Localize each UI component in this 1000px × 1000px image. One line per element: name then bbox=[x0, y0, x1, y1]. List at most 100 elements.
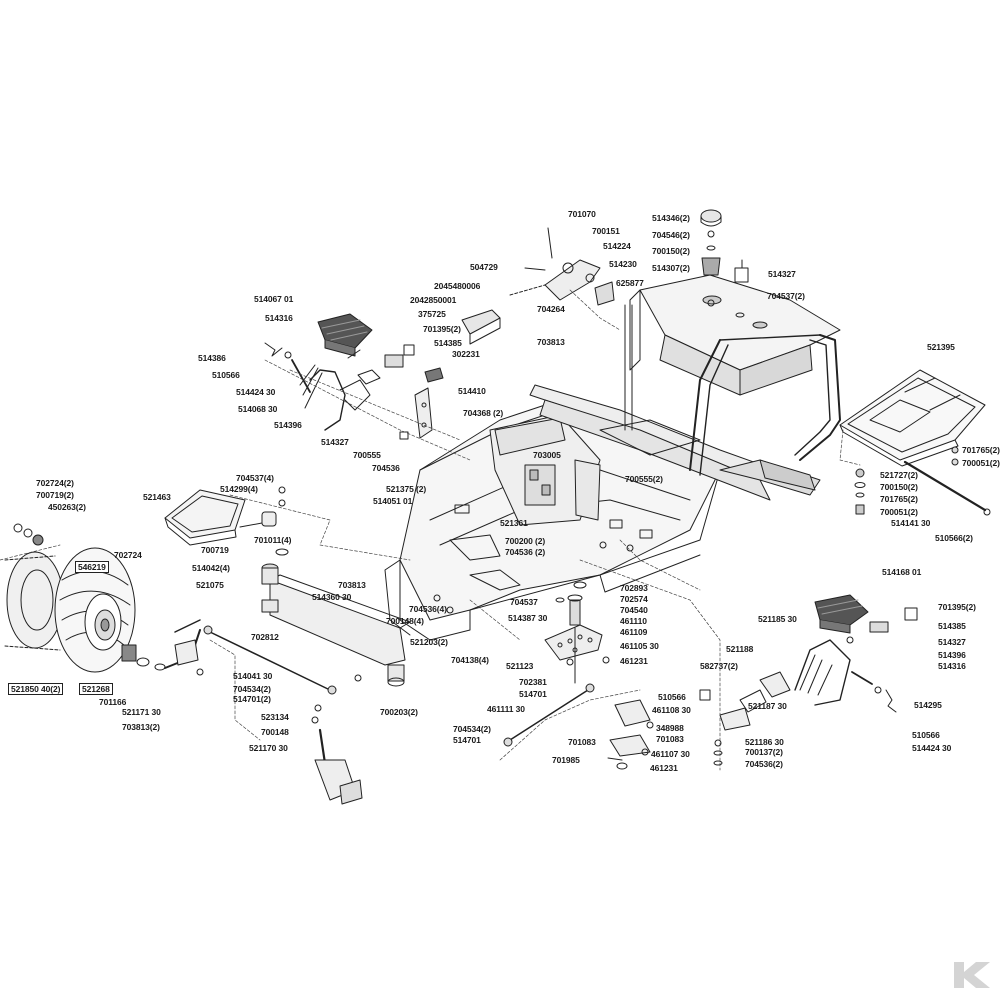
label-704536-2b: 704536(2) bbox=[745, 759, 783, 769]
roll-bar bbox=[689, 334, 841, 491]
label-514385-right: 514385 bbox=[938, 621, 966, 631]
label-700148: 700148 bbox=[261, 727, 289, 737]
drag-link bbox=[503, 683, 595, 747]
leader-lines bbox=[0, 289, 861, 771]
rear-rod bbox=[903, 460, 991, 516]
label-2042850001: 2042850001 bbox=[410, 295, 457, 305]
label-700555: 700555 bbox=[353, 450, 381, 460]
right-pedal bbox=[713, 594, 918, 766]
label-461231-low: 461231 bbox=[650, 763, 678, 773]
label-700555-2: 700555(2) bbox=[625, 474, 663, 484]
front-axle bbox=[261, 563, 411, 687]
label-704546: 704546(2) bbox=[652, 230, 690, 240]
pad-375725 bbox=[461, 309, 501, 345]
label-521727: 521727(2) bbox=[880, 470, 918, 480]
label-521188: 521188 bbox=[726, 644, 754, 654]
label-514387-30: 514387 30 bbox=[508, 613, 548, 623]
front-wheel bbox=[4, 523, 166, 673]
label-510566-right: 510566(2) bbox=[935, 533, 973, 543]
label-702893: 702893 bbox=[620, 583, 648, 593]
label-704536-2a: 704536 (2) bbox=[505, 547, 546, 557]
label-461105-30: 461105 30 bbox=[620, 641, 659, 651]
label-514701-2: 514701(2) bbox=[233, 694, 271, 704]
label-521850-40: 521850 40(2) bbox=[8, 683, 64, 695]
label-461107-30: 461107 30 bbox=[651, 749, 690, 759]
lower-brackets bbox=[607, 689, 711, 770]
label-510566-br: 510566 bbox=[912, 730, 940, 740]
label-461110: 461110 bbox=[620, 616, 647, 626]
label-514386: 514386 bbox=[198, 353, 226, 363]
label-514327-top: 514327 bbox=[768, 269, 796, 279]
label-704138: 704138(4) bbox=[451, 655, 489, 665]
label-546219: 546219 bbox=[75, 561, 109, 573]
label-2045480006: 2045480006 bbox=[434, 281, 481, 291]
label-701011: 701011(4) bbox=[254, 535, 292, 545]
label-510566-left: 510566 bbox=[212, 370, 240, 380]
label-701083-a: 701083 bbox=[656, 734, 684, 744]
label-700719: 700719 bbox=[201, 545, 229, 555]
label-521361: 521361 bbox=[500, 518, 528, 528]
label-703005: 703005 bbox=[533, 450, 561, 460]
spindle-right bbox=[311, 704, 363, 805]
label-521375: 521375 (2) bbox=[386, 484, 427, 494]
label-582737: 582737(2) bbox=[700, 661, 738, 671]
label-521186-30: 521186 30 bbox=[745, 737, 784, 747]
label-703813-mid: 703813 bbox=[338, 580, 366, 590]
label-514396-right: 514396 bbox=[938, 650, 966, 660]
label-704540: 704540 bbox=[620, 605, 648, 615]
label-521123: 521123 bbox=[506, 661, 534, 671]
label-514316-left: 514316 bbox=[265, 313, 293, 323]
label-700719-2: 700719(2) bbox=[36, 490, 74, 500]
label-514346: 514346(2) bbox=[652, 213, 690, 223]
label-701166: 701166 bbox=[99, 697, 127, 707]
spacer-hardware bbox=[239, 486, 289, 556]
label-514316-right: 514316 bbox=[938, 661, 966, 671]
label-704536-4: 704536(4) bbox=[409, 604, 447, 614]
label-504729: 504729 bbox=[470, 262, 498, 272]
steering-sector bbox=[544, 581, 610, 684]
label-701985: 701985 bbox=[552, 755, 580, 765]
left-side-cover bbox=[164, 489, 246, 546]
label-514168-01: 514168 01 bbox=[882, 567, 922, 577]
label-514424-30-left: 514424 30 bbox=[236, 387, 276, 397]
label-700150-right: 700150(2) bbox=[880, 482, 918, 492]
label-514068-30: 514068 30 bbox=[238, 404, 278, 414]
label-514141-30: 514141 30 bbox=[891, 518, 931, 528]
label-514299: 514299(4) bbox=[220, 484, 258, 494]
label-514424-30-right: 514424 30 bbox=[912, 743, 952, 753]
label-521185-30: 521185 30 bbox=[758, 614, 797, 624]
bracket-514410 bbox=[399, 387, 433, 440]
label-514041-30: 514041 30 bbox=[233, 671, 273, 681]
hardware-stack-right bbox=[854, 446, 959, 515]
label-514701-mid: 514701 bbox=[519, 689, 547, 699]
label-348988: 348988 bbox=[656, 723, 684, 733]
label-704534-2a: 704534(2) bbox=[233, 684, 271, 694]
label-702381: 702381 bbox=[519, 677, 547, 687]
brand-logo-icon bbox=[954, 962, 990, 988]
label-461108-30: 461108 30 bbox=[652, 705, 691, 715]
center-console bbox=[489, 414, 601, 526]
label-700137: 700137(2) bbox=[745, 747, 783, 757]
label-704534-2b: 704534(2) bbox=[453, 724, 491, 734]
label-514701-low: 514701 bbox=[453, 735, 481, 745]
label-521171-30: 521171 30 bbox=[122, 707, 161, 717]
label-514360-30: 514360 30 bbox=[312, 592, 352, 602]
label-461231-mid: 461231 bbox=[620, 656, 648, 666]
label-521075: 521075 bbox=[196, 580, 224, 590]
label-514385-left: 514385 bbox=[434, 338, 462, 348]
label-302231: 302231 bbox=[452, 349, 480, 359]
label-514396-left: 514396 bbox=[274, 420, 302, 430]
label-704537-4: 704537(4) bbox=[236, 473, 274, 483]
label-521395: 521395 bbox=[927, 342, 955, 352]
label-701765-b: 701765(2) bbox=[880, 494, 918, 504]
label-461111-30: 461111 30 bbox=[487, 704, 525, 714]
label-510566-low: 510566 bbox=[658, 692, 686, 702]
label-700148-4: 700148(4) bbox=[386, 616, 424, 626]
label-701395-right: 701395(2) bbox=[938, 602, 976, 612]
spindle-left bbox=[164, 619, 204, 676]
label-521187-30: 521187 30 bbox=[748, 701, 787, 711]
label-700150-top: 700150(2) bbox=[652, 246, 690, 256]
label-704537-top: 704537(2) bbox=[767, 291, 805, 301]
rear-tank bbox=[624, 274, 841, 431]
